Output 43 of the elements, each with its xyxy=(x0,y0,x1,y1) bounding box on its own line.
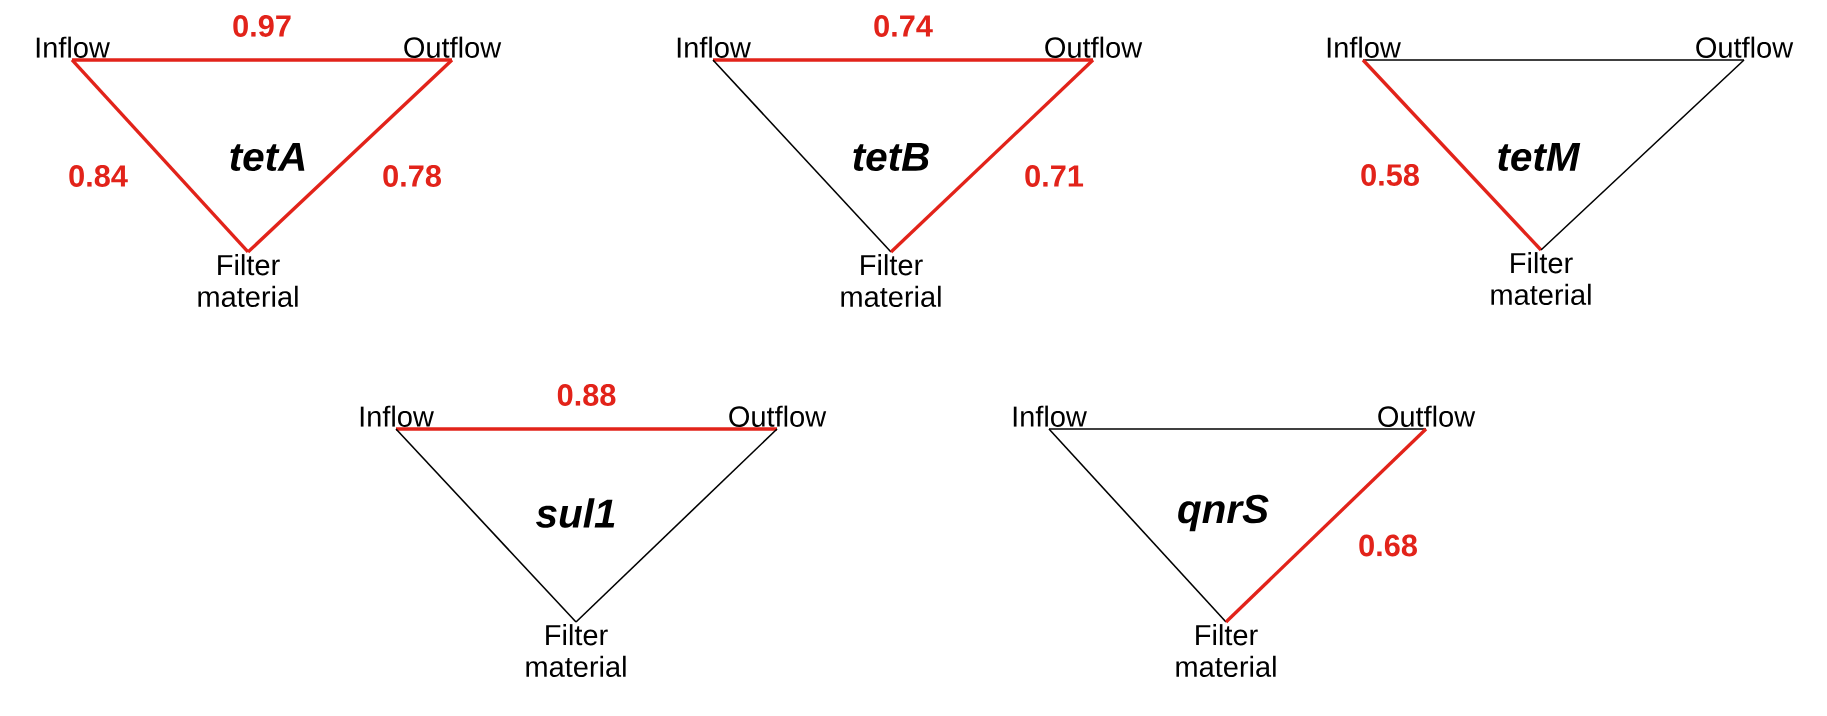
vertex-label: Outflow xyxy=(729,405,827,427)
vertex-label: Filter material xyxy=(526,624,626,677)
vertex-label: Inflow xyxy=(360,405,434,427)
triangle-side xyxy=(575,428,778,623)
gene-label: tetM xyxy=(1498,142,1581,172)
triangle-side xyxy=(889,58,1095,254)
triangle-side xyxy=(70,58,250,254)
edge-label: 0.88 xyxy=(554,382,619,408)
gene-label: tetA xyxy=(230,142,305,172)
triangle-side xyxy=(712,59,892,253)
triangle-side xyxy=(1224,427,1428,624)
triangle-side xyxy=(1048,428,1427,430)
triangle-side xyxy=(72,58,452,62)
vertex-label: Outflow xyxy=(1696,36,1794,58)
triangle-side xyxy=(713,58,1093,62)
triangle-side xyxy=(1540,59,1745,251)
vertex-label: Inflow xyxy=(1013,405,1087,427)
vertex-label: Inflow xyxy=(36,36,110,58)
vertex-label: Inflow xyxy=(1327,36,1401,58)
edge-label: 0.84 xyxy=(66,163,130,189)
triangle-side xyxy=(396,427,777,431)
vertex-label: Inflow xyxy=(677,36,751,58)
gene-label: sul1 xyxy=(536,498,615,528)
vertex-label: Outflow xyxy=(1045,36,1143,58)
gene-label: tetB xyxy=(853,142,929,172)
edge-label: 0.58 xyxy=(1358,162,1422,188)
triangle-side xyxy=(246,58,454,254)
vertex-label: Outflow xyxy=(1378,405,1476,427)
triangle-side xyxy=(1362,59,1745,61)
gene-label: qnrS xyxy=(1178,494,1269,532)
edge-label: 0.97 xyxy=(230,13,294,39)
vertex-label: Filter material xyxy=(841,254,941,307)
triangle-side xyxy=(1048,428,1227,623)
edge-label: 0.71 xyxy=(1022,163,1086,189)
edge-label: 0.78 xyxy=(380,163,444,189)
vertex-label: Filter material xyxy=(1176,624,1276,677)
edge-label: 0.68 xyxy=(1356,532,1420,559)
vertex-label: Outflow xyxy=(404,36,502,58)
vertex-label: Filter material xyxy=(1491,252,1591,305)
edge-label: 0.74 xyxy=(871,13,935,39)
vertex-label: Filter material xyxy=(198,254,298,307)
triangle-side xyxy=(1361,58,1543,252)
triangle-side xyxy=(395,428,577,623)
